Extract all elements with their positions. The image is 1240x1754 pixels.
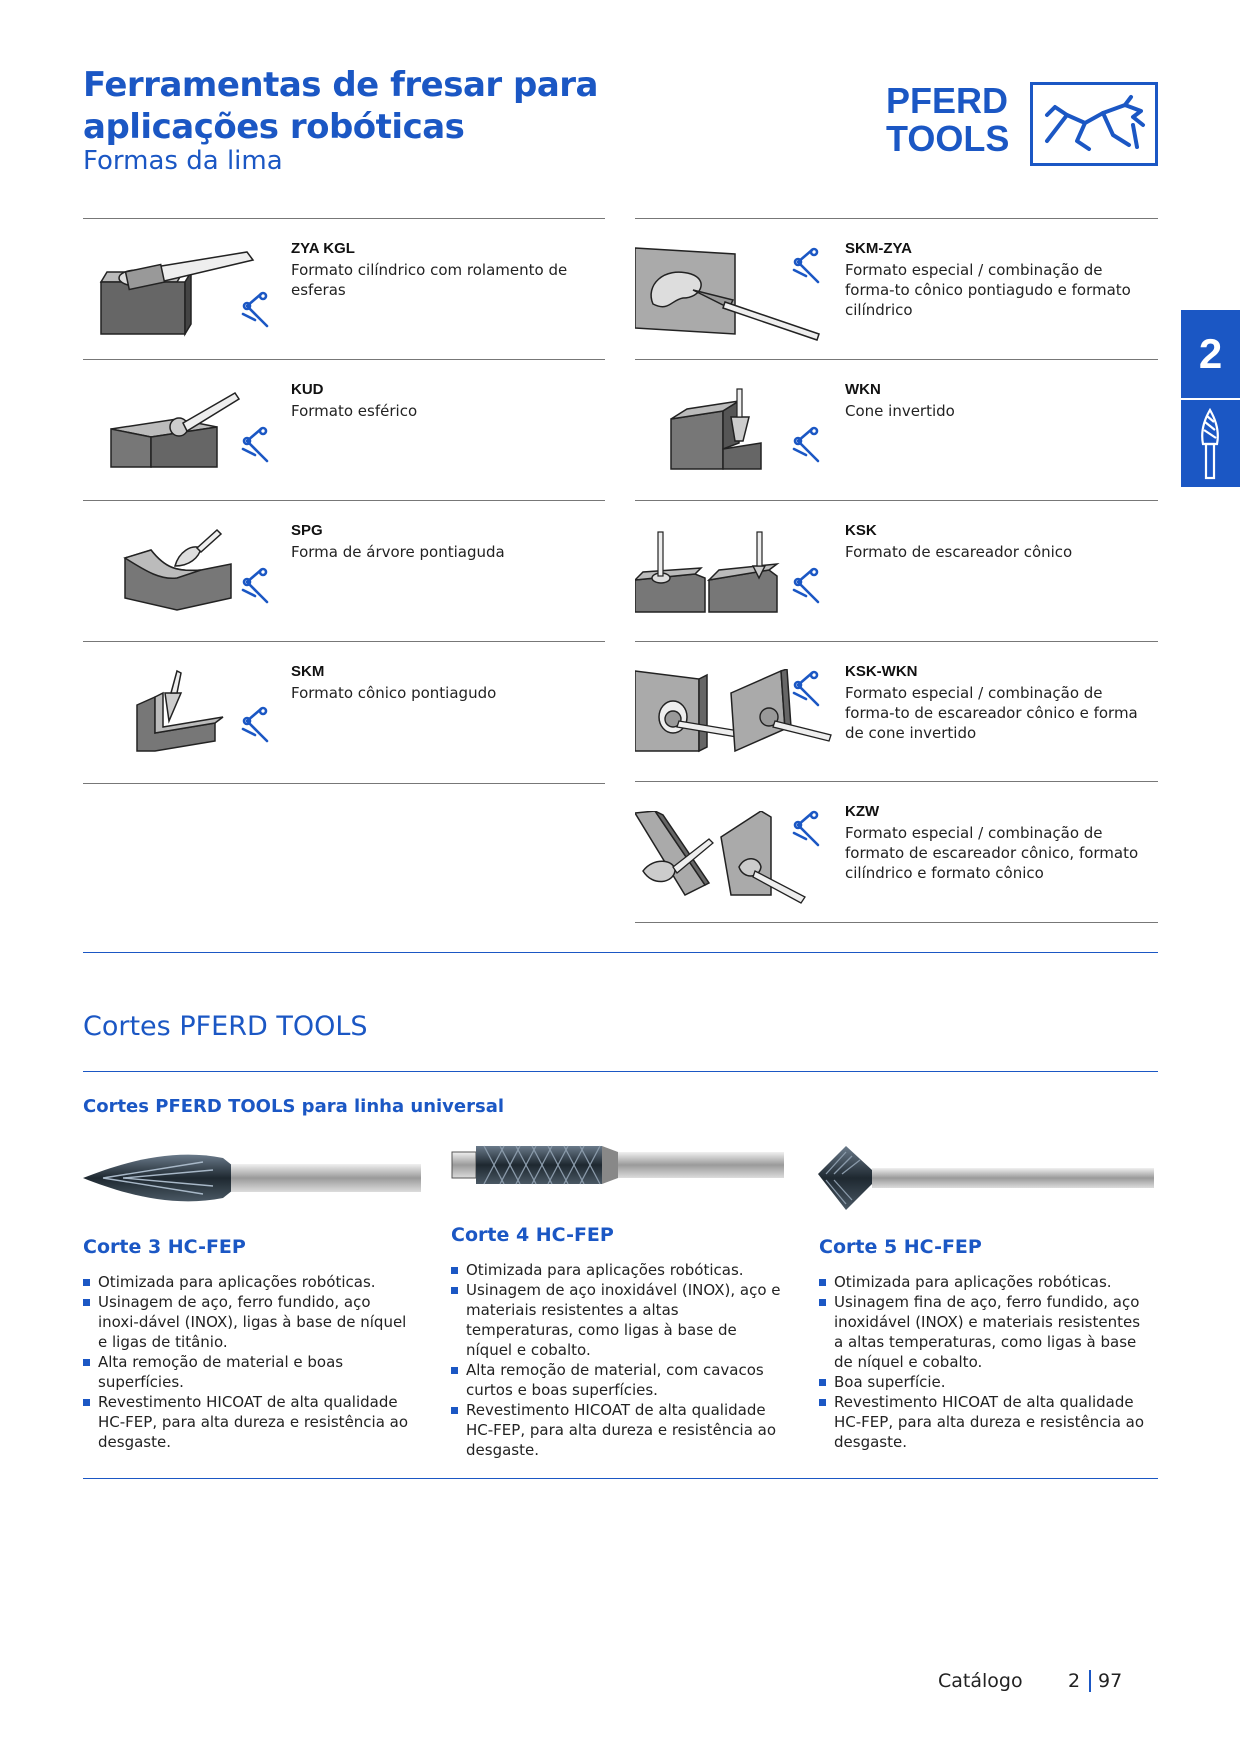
corte-5-title: Corte 5 HC-FEP xyxy=(819,1236,982,1258)
shape-code: SPG xyxy=(291,522,323,539)
divider-right-2 xyxy=(635,500,1158,501)
divider-left-3 xyxy=(83,641,605,642)
bullet-item: Revestimento HICOAT de alta qualidade HC… xyxy=(819,1392,1149,1452)
bullet-item: Usinagem de aço, ferro fundido, aço inox… xyxy=(83,1292,413,1352)
footer-page-number: 97 xyxy=(1098,1670,1123,1692)
bullet-item: Revestimento HICOAT de alta qualidade HC… xyxy=(83,1392,413,1452)
divider-left-1 xyxy=(83,359,605,360)
shape-kud: KUD Formato esférico xyxy=(83,359,603,499)
divider-left-0 xyxy=(83,218,605,219)
shape-code: KSK xyxy=(845,522,877,539)
bullet-item: Alta remoção de material e boas superfíc… xyxy=(83,1352,413,1392)
shape-description: Cone invertido xyxy=(845,402,955,420)
ksk-illustration xyxy=(635,531,780,613)
shape-description: Formato especial / combinação de forma-t… xyxy=(845,684,1138,742)
shape-skm: SKM Formato cônico pontiagudo xyxy=(83,641,603,781)
cuts-section-title: Cortes PFERD TOOLS xyxy=(83,1011,368,1042)
chapter-separator xyxy=(1181,398,1240,400)
shape-description: Formato cônico pontiagudo xyxy=(291,684,497,702)
cuts-subsection-title: Cortes PFERD TOOLS para linha universal xyxy=(83,1096,505,1117)
shape-description: Formato esférico xyxy=(291,402,418,420)
shape-zya-kgl: ZYA KGL Formato cilíndrico com rolamento… xyxy=(83,218,603,358)
divider-right-1 xyxy=(635,359,1158,360)
corte-5-bullets: Otimizada para aplicações robóticas. Usi… xyxy=(819,1272,1149,1452)
shape-kzw: KZW Formato especial / combinação de for… xyxy=(635,781,1155,921)
robot-arm-icon xyxy=(241,291,269,328)
wkn-illustration xyxy=(670,388,762,470)
section-divider-mid xyxy=(83,1071,1158,1072)
bullet-item: Revestimento HICOAT de alta qualidade HC… xyxy=(451,1400,781,1460)
divider-right-3 xyxy=(635,641,1158,642)
shape-code: SKM-ZYA xyxy=(845,240,912,257)
page-subtitle: Formas da lima xyxy=(83,146,283,176)
bullet-item: Otimizada para aplicações robóticas. xyxy=(451,1260,781,1280)
corte-3-burr-image xyxy=(83,1154,421,1202)
robot-arm-icon xyxy=(792,810,820,847)
robot-arm-icon xyxy=(792,670,820,707)
bullet-item: Otimizada para aplicações robóticas. xyxy=(819,1272,1149,1292)
divider-right-4 xyxy=(635,781,1158,782)
robot-arm-icon xyxy=(792,426,820,463)
chapter-number: 2 xyxy=(1198,330,1223,377)
divider-right-0 xyxy=(635,218,1158,219)
spg-illustration xyxy=(123,528,232,611)
footer-chapter: 2 xyxy=(1068,1670,1081,1692)
shape-code: WKN xyxy=(845,381,881,398)
footer-catalog-label: Catálogo xyxy=(938,1670,1023,1692)
bullet-item: Alta remoção de material, com cavacos cu… xyxy=(451,1360,781,1400)
shape-description: Formato especial / combinação de forma-t… xyxy=(845,261,1131,319)
bullet-item: Boa superfície. xyxy=(819,1372,1149,1392)
shape-code: KUD xyxy=(291,381,324,398)
shape-description: Formato de escareador cônico xyxy=(845,543,1073,561)
zya-kgl-illustration xyxy=(99,251,255,337)
horse-icon xyxy=(1030,82,1158,166)
shape-skm-zya: SKM-ZYA Formato especial / combinação de… xyxy=(635,218,1155,358)
robot-arm-icon xyxy=(792,567,820,604)
shape-description: Formato cilíndrico com rolamento de esfe… xyxy=(291,261,568,299)
corte-4-title: Corte 4 HC-FEP xyxy=(451,1224,614,1246)
section-divider-top xyxy=(83,952,1158,953)
robot-arm-icon xyxy=(792,247,820,284)
burr-icon xyxy=(1201,408,1219,480)
corte-3-bullets: Otimizada para aplicações robóticas. Usi… xyxy=(83,1272,413,1452)
kud-illustration xyxy=(110,391,241,468)
robot-arm-icon xyxy=(241,706,269,743)
page-title: Ferramentas de fresar para aplicações ro… xyxy=(83,65,598,147)
shape-code: KSK-WKN xyxy=(845,663,918,680)
chapter-tab[interactable]: 2 xyxy=(1181,310,1240,487)
divider-left-2 xyxy=(83,500,605,501)
bullet-item: Usinagem de aço inoxidável (INOX), aço e… xyxy=(451,1280,781,1360)
shape-ksk-wkn: KSK-WKN Formato especial / combinação de… xyxy=(635,641,1155,781)
shape-description: Formato especial / combinação de formato… xyxy=(845,824,1139,882)
corte-5-burr-image xyxy=(818,1146,1154,1210)
robot-arm-icon xyxy=(241,426,269,463)
footer-separator xyxy=(1089,1670,1091,1692)
shape-code: KZW xyxy=(845,803,880,820)
bullet-item: Usinagem fina de aço, ferro fundido, aço… xyxy=(819,1292,1149,1372)
shape-spg: SPG Forma de árvore pontiaguda xyxy=(83,500,603,640)
shape-ksk: KSK Formato de escareador cônico xyxy=(635,500,1155,640)
corte-4-bullets: Otimizada para aplicações robóticas. Usi… xyxy=(451,1260,781,1460)
shape-code: ZYA KGL xyxy=(291,240,355,257)
skm-illustration xyxy=(136,669,224,752)
logo-text: PFERD TOOLS xyxy=(886,82,1022,158)
shape-wkn: WKN Cone invertido xyxy=(635,359,1155,499)
corte-3-title: Corte 3 HC-FEP xyxy=(83,1236,246,1258)
section-divider-bottom xyxy=(83,1478,1158,1479)
shape-code: SKM xyxy=(291,663,325,680)
skm-zya-illustration xyxy=(635,247,820,341)
ksk-wkn-illustration xyxy=(635,669,832,753)
logo-line1: PFERD xyxy=(886,80,1009,121)
divider-right-5 xyxy=(635,922,1158,923)
pferd-tools-logo: PFERD TOOLS xyxy=(886,82,1158,166)
corte-4-burr-image xyxy=(451,1145,784,1185)
robot-arm-icon xyxy=(241,567,269,604)
logo-line2: TOOLS xyxy=(886,118,1010,159)
shape-description: Forma de árvore pontiaguda xyxy=(291,543,505,561)
divider-left-4 xyxy=(83,783,605,784)
bullet-item: Otimizada para aplicações robóticas. xyxy=(83,1272,413,1292)
kzw-illustration xyxy=(635,811,806,904)
